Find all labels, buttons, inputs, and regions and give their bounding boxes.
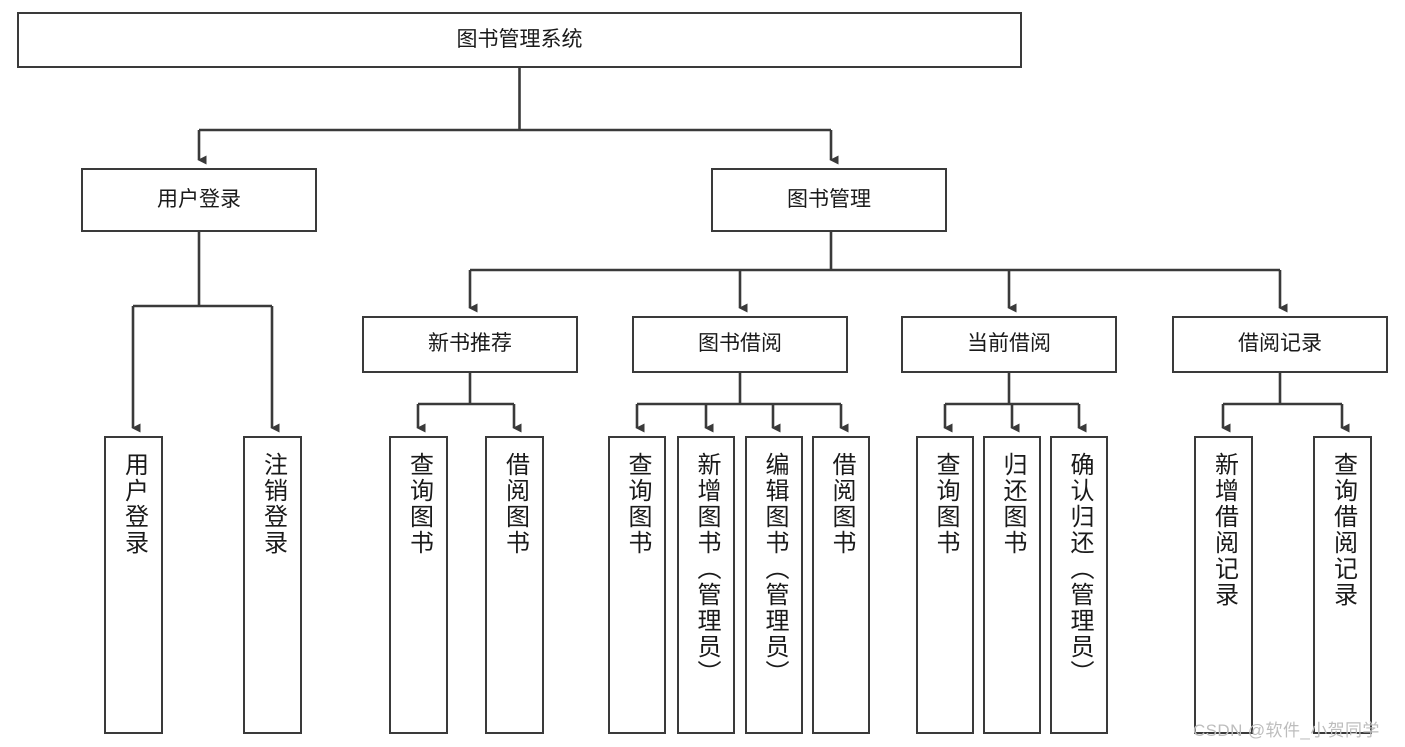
leaf-borrow-book[interactable]: 借阅图书 <box>812 436 870 734</box>
node-label: 新增借阅记录 <box>1210 452 1238 608</box>
node-label: 借阅图书 <box>828 452 855 556</box>
node-label: 用户登录 <box>157 187 241 211</box>
node-current-borrow[interactable]: 当前借阅 <box>901 316 1117 373</box>
node-label: 用户登录 <box>120 452 148 556</box>
node-user-login[interactable]: 用户登录 <box>81 168 317 232</box>
node-label: 新增图书（管理员） <box>693 452 720 686</box>
node-label: 查询图书 <box>405 452 433 556</box>
leaf-query-book-recommend[interactable]: 查询图书 <box>389 436 448 734</box>
node-label: 注销登录 <box>259 452 287 556</box>
node-label: 图书管理系统 <box>456 27 583 51</box>
node-borrow-record[interactable]: 借阅记录 <box>1172 316 1388 373</box>
leaf-confirm-return-admin[interactable]: 确认归还（管理员） <box>1050 436 1108 734</box>
node-label: 借阅记录 <box>1238 332 1322 356</box>
node-book-borrow[interactable]: 图书借阅 <box>632 316 848 373</box>
leaf-add-borrow-record[interactable]: 新增借阅记录 <box>1194 436 1253 734</box>
node-label: 图书借阅 <box>698 332 782 356</box>
leaf-borrow-book-recommend[interactable]: 借阅图书 <box>485 436 544 734</box>
node-label: 新书推荐 <box>428 332 512 356</box>
leaf-logout[interactable]: 注销登录 <box>243 436 302 734</box>
node-label: 确认归还（管理员） <box>1066 452 1093 686</box>
node-label: 编辑图书（管理员） <box>761 452 788 686</box>
leaf-edit-book-admin[interactable]: 编辑图书（管理员） <box>745 436 803 734</box>
node-label: 查询借阅记录 <box>1329 452 1357 608</box>
leaf-query-book-current[interactable]: 查询图书 <box>916 436 974 734</box>
leaf-query-book-borrow[interactable]: 查询图书 <box>608 436 666 734</box>
node-new-book-recommend[interactable]: 新书推荐 <box>362 316 578 373</box>
leaf-return-book[interactable]: 归还图书 <box>983 436 1041 734</box>
node-label: 归还图书 <box>999 452 1026 556</box>
csdn-watermark: CSDN @软件_小贺同学 <box>1193 721 1380 740</box>
leaf-add-book-admin[interactable]: 新增图书（管理员） <box>677 436 735 734</box>
node-label: 当前借阅 <box>967 332 1051 356</box>
leaf-query-borrow-record[interactable]: 查询借阅记录 <box>1313 436 1372 734</box>
node-label: 借阅图书 <box>501 452 529 556</box>
node-label: 查询图书 <box>624 452 651 556</box>
node-label: 查询图书 <box>932 452 959 556</box>
node-book-management[interactable]: 图书管理 <box>711 168 947 232</box>
node-root-system[interactable]: 图书管理系统 <box>17 12 1022 68</box>
node-label: 图书管理 <box>787 187 871 211</box>
leaf-user-login[interactable]: 用户登录 <box>104 436 163 734</box>
